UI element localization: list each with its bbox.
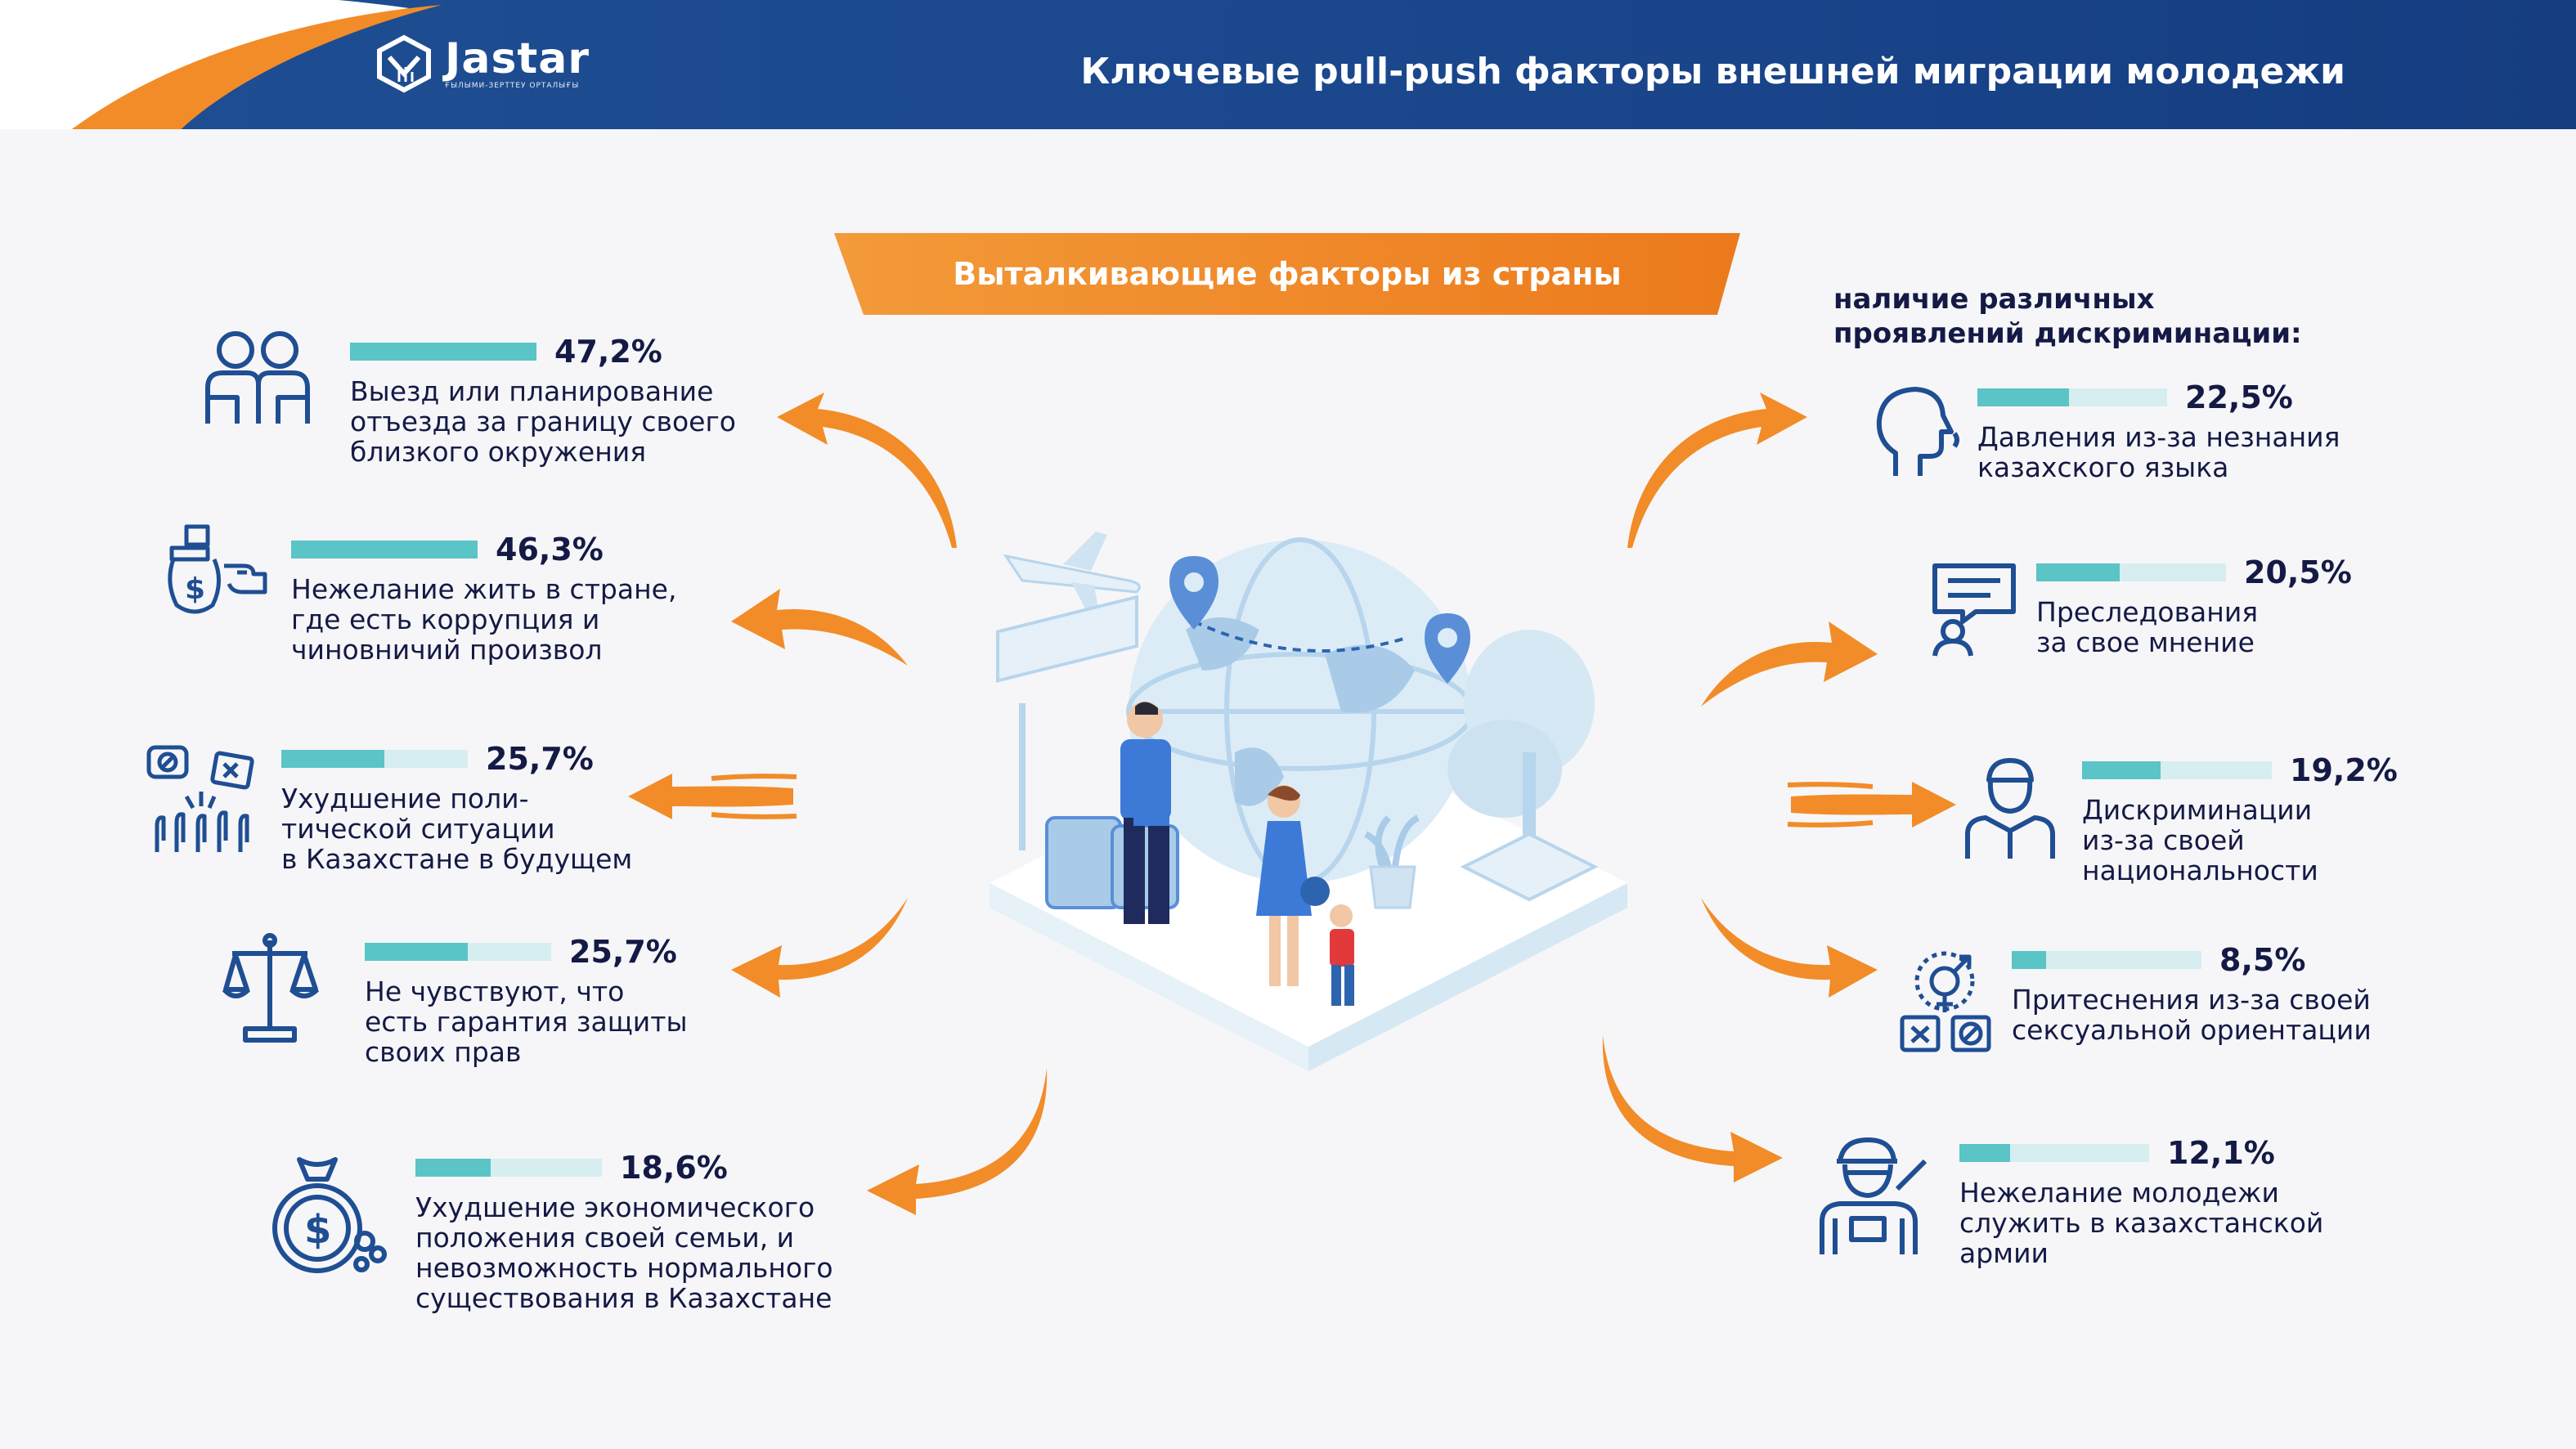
woman-figure [1256, 785, 1330, 986]
jastar-logo-icon [377, 34, 431, 93]
factor-description: Нежелание жить в стране, где есть корруп… [291, 573, 677, 666]
left-factor-3: 25,7% Ухудшение поли- тической ситуации … [281, 742, 632, 874]
opinion-icon [1932, 563, 2016, 657]
gender-icon [1900, 951, 1991, 1052]
factor-percent: 19,2% [2290, 752, 2398, 788]
right-factor-1: 22,5% Давления из-за незнания казахского… [1977, 381, 2340, 482]
svg-text:$: $ [185, 572, 205, 606]
factor-description: Притеснения из-за своей сексуальной орие… [2012, 984, 2372, 1046]
factor-bar [291, 541, 478, 559]
arrow-right-1 [1627, 393, 1807, 548]
factor-percent: 25,7% [569, 934, 677, 970]
soldier-icon [1820, 1137, 1928, 1254]
factor-description: Давления из-за незнания казахского языка [1977, 421, 2340, 483]
factor-percent: 22,5% [2185, 379, 2293, 415]
right-factor-3: 19,2% Дискриминации из-за своей национал… [2082, 754, 2398, 886]
factor-percent: 20,5% [2244, 554, 2352, 590]
protest-icon [146, 745, 254, 852]
factor-percent: 25,7% [486, 741, 594, 777]
person-nationality-icon [1965, 758, 2055, 859]
factor-description: Дискриминации из-за своей национальности [2082, 794, 2318, 886]
factor-bar [350, 343, 536, 361]
right-factor-2: 20,5% Преследования за свое мнение [2036, 556, 2352, 657]
factor-description: Ухудшение экономического положения своей… [415, 1191, 833, 1314]
left-factor-5: 18,6% Ухудшение экономического положения… [415, 1151, 833, 1313]
airplane [1003, 532, 1141, 613]
scales-icon [222, 933, 319, 1043]
child-figure [1330, 904, 1354, 1006]
right-factor-4: 8,5% Притеснения из-за своей сексуальной… [2012, 944, 2372, 1045]
arrow-left-1 [777, 393, 957, 548]
arrow-right-2 [1701, 621, 1878, 707]
factor-description: Выезд или планирование отъезда за границ… [350, 375, 736, 468]
factor-bar [281, 750, 468, 768]
page-title: Ключевые pull-push факторы внешней мигра… [1080, 51, 2345, 92]
family-icon [205, 331, 310, 424]
factor-bar [1959, 1144, 2149, 1162]
jastar-logo: Jastar ҒЫЛЫМИ-ЗЕРТТЕУ ОРТАЛЫҒЫ [375, 34, 590, 93]
bribe-icon: $ [168, 524, 267, 614]
factor-percent: 18,6% [620, 1150, 728, 1186]
left-factor-1: 47,2% Выезд или планирование отъезда за … [350, 335, 736, 467]
factor-bar [2082, 761, 2272, 779]
banner-ribbon [834, 233, 1740, 315]
header-bar: Jastar ҒЫЛЫМИ-ЗЕРТТЕУ ОРТАЛЫҒЫ Ключевые … [0, 0, 2576, 129]
arrow-left-3 [628, 774, 797, 819]
factor-bar [2036, 563, 2226, 581]
factor-bar [1977, 388, 2167, 406]
left-factor-2: 46,3% Нежелание жить в стране, где есть … [291, 533, 676, 665]
header-swoosh-decoration [0, 0, 442, 129]
speaking-head-icon [1876, 387, 1959, 476]
factor-percent: 46,3% [496, 532, 604, 567]
factor-bar [415, 1159, 602, 1177]
money-bag-icon: $ [272, 1157, 387, 1273]
logo-subtitle: ҒЫЛЫМИ-ЗЕРТТЕУ ОРТАЛЫҒЫ [445, 82, 580, 90]
man-figure [1120, 702, 1171, 924]
left-factor-4: 25,7% Не чувствуют, что есть гарантия за… [365, 935, 688, 1067]
logo-name: Jastar [445, 34, 590, 83]
banner-label: Выталкивающие факторы из страны [953, 256, 1622, 292]
arrow-left-2 [731, 589, 908, 666]
factor-percent: 8,5% [2219, 942, 2306, 978]
migration-illustration [990, 532, 1627, 1071]
arrow-right-3 [1787, 782, 1956, 828]
factor-bar [2012, 951, 2201, 969]
arrow-right-4 [1701, 898, 1878, 998]
factor-description: Нежелание молодежи служить в казахстанск… [1959, 1177, 2324, 1269]
factor-bar [365, 943, 551, 961]
factor-description: Ухудшение поли- тической ситуации в Каза… [281, 783, 633, 875]
arrow-left-5 [867, 1068, 1048, 1215]
discrimination-title: наличие различных проявлений дискриминац… [1833, 283, 2302, 350]
factor-description: Не чувствуют, что есть гарантия защиты с… [365, 976, 688, 1068]
arrow-left-4 [731, 898, 908, 998]
svg-text:$: $ [304, 1207, 331, 1253]
arrow-right-5 [1602, 1035, 1783, 1182]
right-factor-5: 12,1% Нежелание молодежи служить в казах… [1959, 1137, 2323, 1268]
factor-percent: 12,1% [2167, 1135, 2275, 1171]
factor-percent: 47,2% [554, 334, 662, 370]
factor-description: Преследования за свое мнение [2036, 596, 2259, 658]
